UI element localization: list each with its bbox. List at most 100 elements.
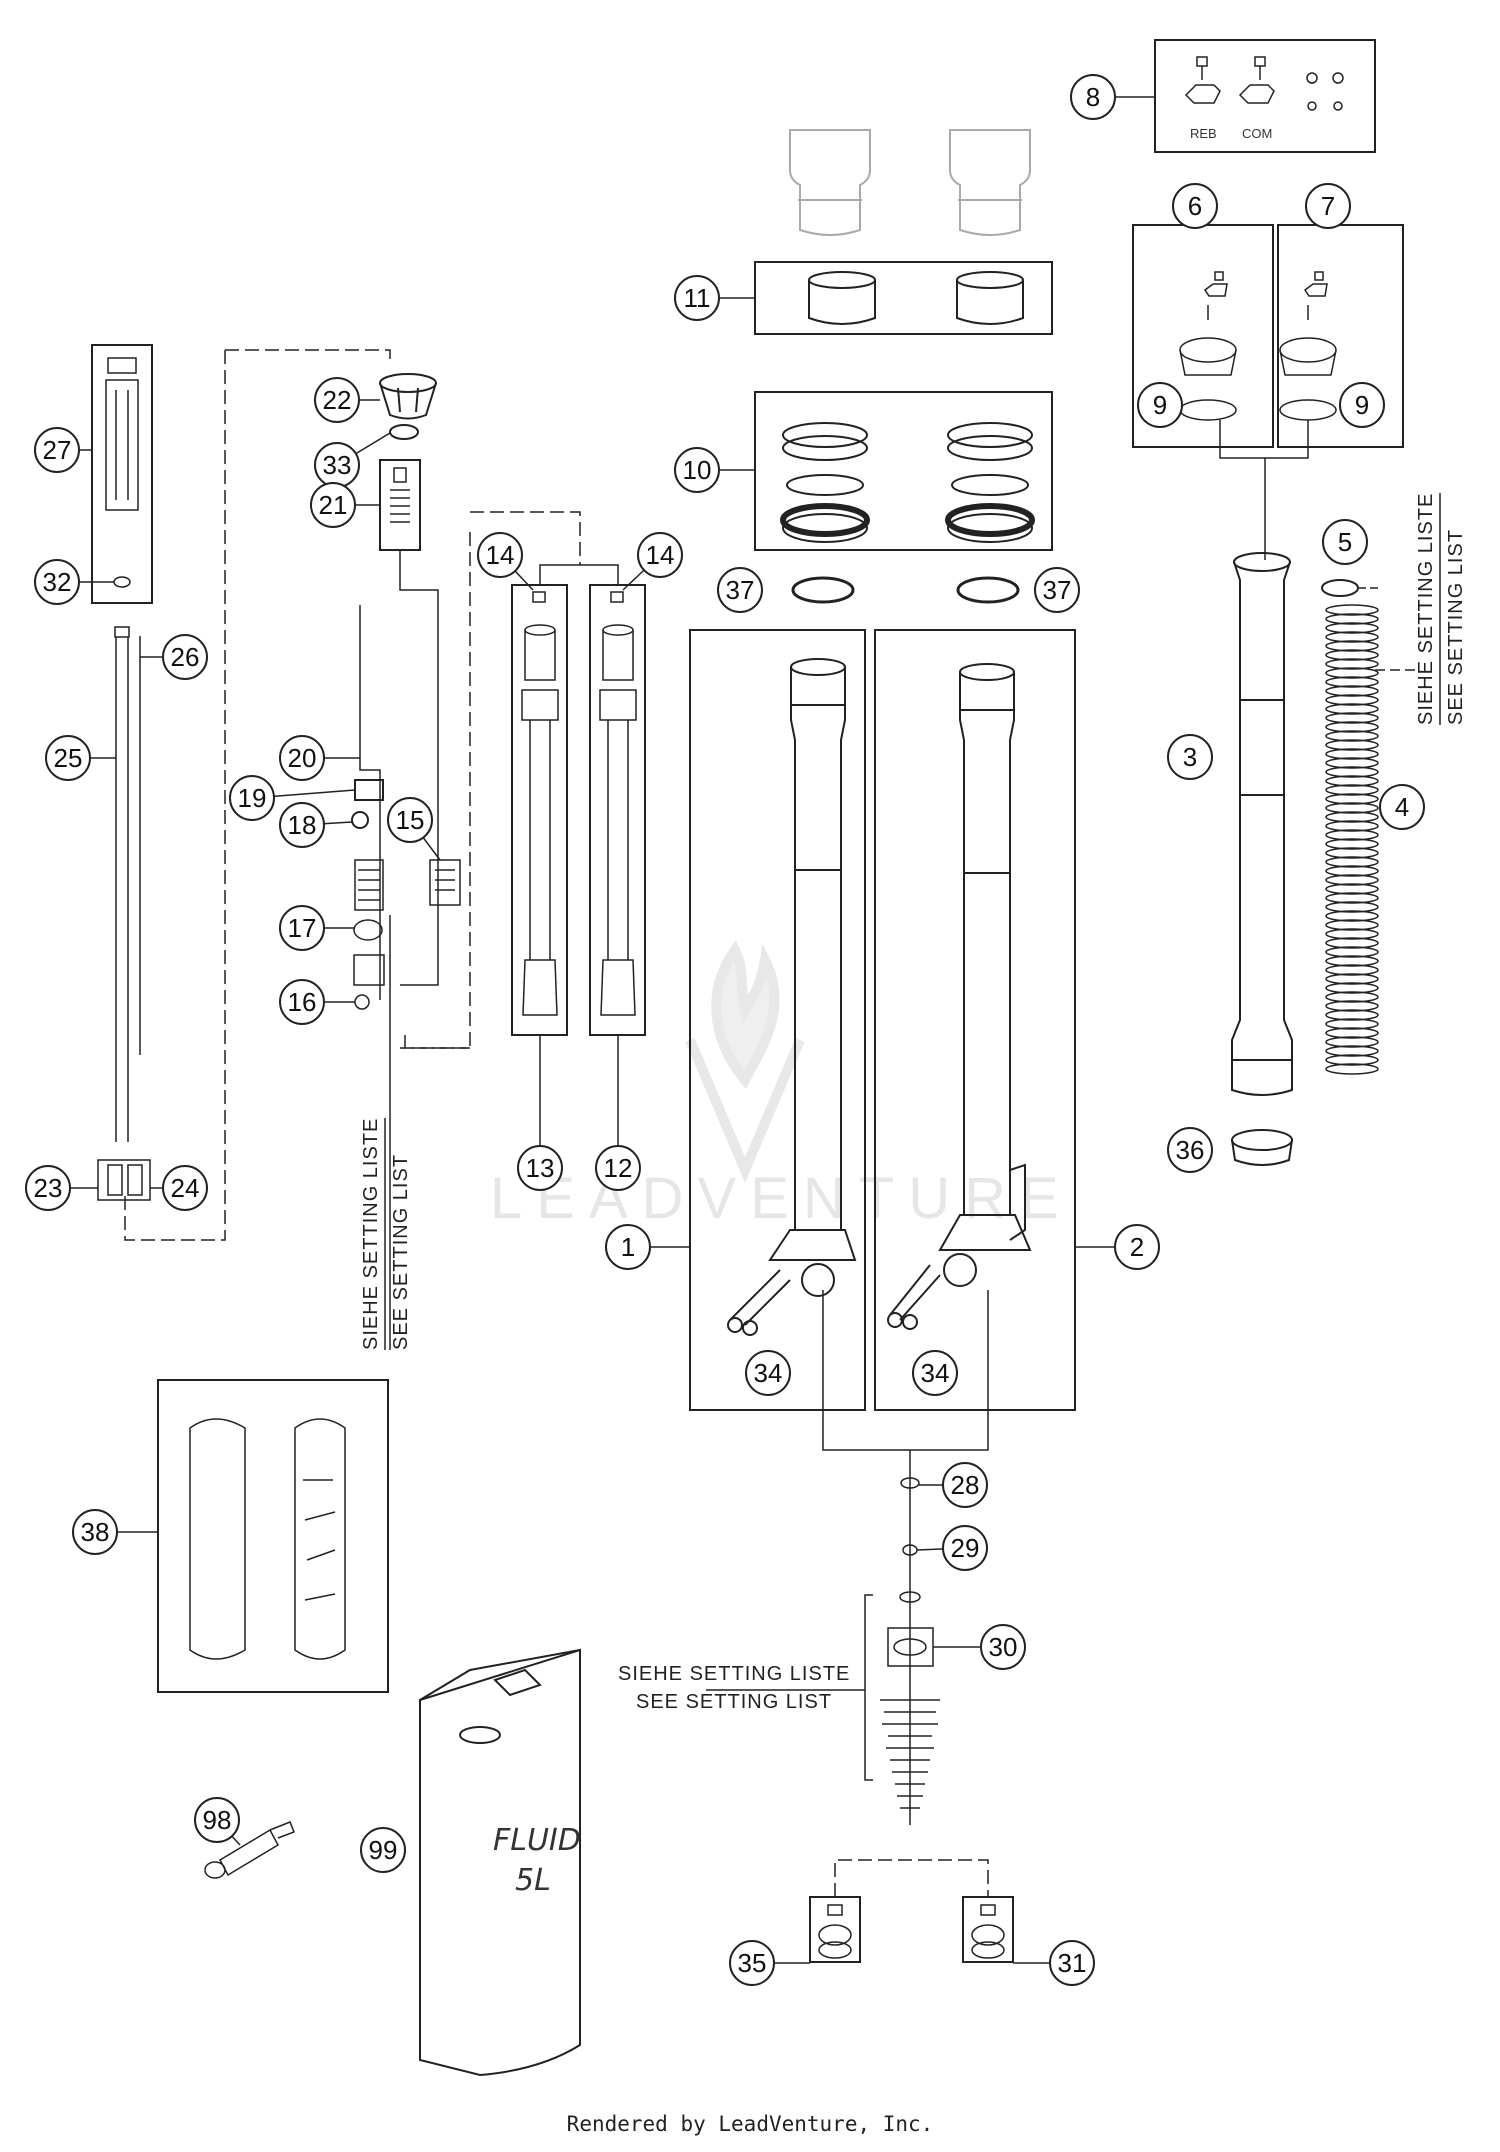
callout-19: 19 [229, 775, 356, 821]
callout-number: 17 [288, 913, 317, 943]
spring-coil [1325, 712, 1379, 724]
callout-circle [477, 532, 523, 578]
callout-12: 12 [595, 1035, 641, 1191]
callout-circle [310, 482, 356, 528]
spring-coil [1325, 613, 1379, 625]
setting-note-right: SIEHE SETTING LISTE SEE SETTING LIST [1415, 493, 1467, 725]
part-5-ring [1321, 579, 1359, 597]
callout-32: 32 [34, 559, 114, 605]
spring-coil [1325, 937, 1379, 949]
callout-circle [605, 1224, 651, 1270]
callout-number: 18 [288, 810, 317, 840]
callout-circle [162, 1165, 208, 1211]
callout-number: 31 [1058, 1948, 1087, 1978]
fork-guards-drawing [189, 1418, 346, 1660]
fork-spring-4 [1325, 604, 1379, 1075]
part-10-box [754, 391, 1053, 551]
callout-2: 2 [1075, 1224, 1160, 1270]
setting-note-right-de: SIEHE SETTING LISTE [1415, 493, 1437, 725]
callout-circle [717, 567, 763, 613]
callout-circle [674, 447, 720, 493]
callout-6: 6 [1172, 183, 1218, 229]
spring-coil [1325, 946, 1379, 958]
watermark-logo [685, 940, 805, 1183]
spring-coil [1325, 829, 1379, 841]
callout-number: 20 [288, 743, 317, 773]
callout-number: 13 [526, 1153, 555, 1183]
callout-4: 4 [1379, 784, 1425, 830]
setting-note-left: SIEHE SETTING LISTE SEE SETTING LIST [360, 1118, 412, 1350]
fluid-label: FLUID [493, 1823, 581, 1858]
callout-number: 37 [1043, 575, 1072, 605]
setting-note-lower-en: SEE SETTING LIST [636, 1691, 832, 1713]
spring-coil [1325, 784, 1379, 796]
callout-circle [1034, 567, 1080, 613]
callout-circle [279, 979, 325, 1025]
setting-note-lower-de: SIEHE SETTING LISTE [618, 1663, 850, 1685]
setting-note-left-de: SIEHE SETTING LISTE [360, 1118, 382, 1350]
callout-number: 6 [1188, 191, 1202, 221]
callout-number: 38 [81, 1517, 110, 1547]
spring-coil [1325, 1036, 1379, 1048]
callout-circle [162, 634, 208, 680]
callout-circle [674, 275, 720, 321]
spring-coil [1325, 1054, 1379, 1066]
watermark-text: LEADVENTURE [490, 1166, 1073, 1231]
part-33-ring [389, 424, 419, 440]
callout-number: 21 [319, 490, 348, 520]
callout-circle [1172, 183, 1218, 229]
part-31-box [962, 1896, 1014, 1963]
callout-circle [595, 1145, 641, 1191]
fork-cap-right [1279, 271, 1337, 421]
spring-coil [1325, 1018, 1379, 1030]
callout-number: 12 [604, 1153, 633, 1183]
spring-coil [1325, 982, 1379, 994]
callout-3: 3 [1167, 734, 1213, 780]
callout-circle [279, 905, 325, 951]
callout-number: 36 [1176, 1135, 1205, 1165]
callout-22: 22 [314, 377, 380, 423]
callout-circle [314, 377, 360, 423]
spring-coil [1325, 748, 1379, 760]
callout-circle [1167, 1127, 1213, 1173]
callout-9: 9 [1339, 382, 1385, 428]
callout-circle [1049, 1940, 1095, 1986]
callout-circle [637, 532, 683, 578]
callout-number: 30 [989, 1632, 1018, 1662]
callout-35: 35 [729, 1940, 810, 1986]
callout-34: 34 [745, 1350, 791, 1396]
spring-coil [1325, 1000, 1379, 1012]
outer-tube-left [727, 658, 857, 1336]
spring-coil [1325, 928, 1379, 940]
part-25-rod [114, 626, 130, 1142]
callout-14: 14 [622, 532, 683, 591]
callout-number: 9 [1355, 390, 1369, 420]
callout-1: 1 [605, 1224, 690, 1270]
callout-circle [942, 1525, 988, 1571]
fork-leg-1-box [689, 629, 866, 1411]
callout-17: 17 [279, 905, 355, 951]
callout-circle [1167, 734, 1213, 780]
callout-37: 37 [717, 567, 763, 613]
callout-10: 10 [674, 447, 755, 493]
callout-8: 8 [1070, 74, 1155, 120]
inner-tube-3 [1231, 552, 1293, 1096]
callout-number: 16 [288, 987, 317, 1017]
spring-coil [1325, 685, 1379, 697]
spring-coil [1325, 793, 1379, 805]
spring-coil [1325, 901, 1379, 913]
callout-circle [1305, 183, 1351, 229]
spring-coil [1325, 667, 1379, 679]
spring-coil [1325, 757, 1379, 769]
callout-number: 24 [171, 1173, 200, 1203]
callout-number: 14 [486, 540, 515, 570]
base-valves [818, 1904, 1005, 1959]
callout-15: 15 [387, 797, 441, 861]
grease-tube-98 [204, 1821, 295, 1879]
callout-circle [942, 1462, 988, 1508]
callout-circle [279, 802, 325, 848]
callout-21: 21 [310, 482, 380, 528]
spring-coil [1325, 811, 1379, 823]
callout-circle [25, 1165, 71, 1211]
